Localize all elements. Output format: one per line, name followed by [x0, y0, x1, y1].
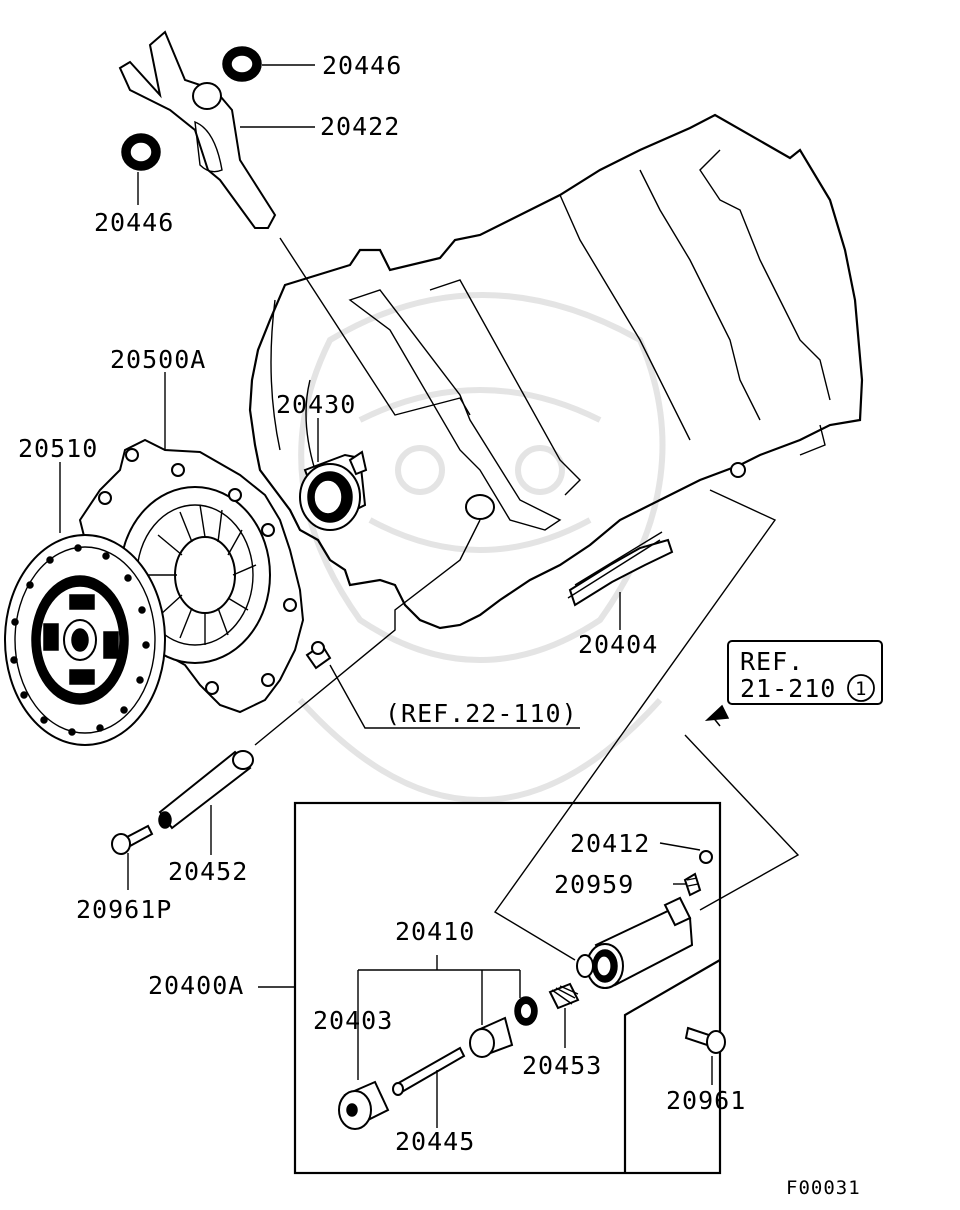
label-20961: 20961	[666, 1086, 746, 1115]
release-cylinder	[576, 896, 694, 989]
piston	[469, 1016, 514, 1058]
box-edge	[623, 959, 721, 1173]
ref-box-line1: REF.	[740, 647, 804, 676]
label-20446-top: 20446	[322, 51, 402, 80]
ref-arrow	[704, 704, 730, 727]
ref-box-circle-num: 1	[855, 678, 867, 700]
ref-box-line2: 21-210	[740, 674, 836, 703]
label-20410: 20410	[395, 917, 475, 946]
cylinder-seal	[514, 996, 538, 1026]
fork-leader	[279, 237, 471, 416]
watermark	[297, 292, 666, 803]
push-rod-20445	[392, 1046, 466, 1096]
cylinder-kit-box	[293, 801, 722, 1175]
figure-code: F00031	[786, 1177, 861, 1199]
label-20430: 20430	[276, 390, 356, 419]
label-20400A: 20400A	[148, 971, 244, 1000]
clutch-disc	[4, 534, 166, 746]
clutch-fork	[118, 30, 277, 229]
boot-top	[222, 46, 262, 82]
fitting	[305, 641, 332, 670]
leader-lines	[59, 64, 713, 1128]
bolt-20961	[684, 1026, 726, 1054]
bolt-20961P	[111, 824, 154, 855]
label-20452: 20452	[168, 857, 248, 886]
label-20422: 20422	[320, 112, 400, 141]
label-20500A: 20500A	[110, 345, 206, 374]
release-bearing	[299, 450, 368, 531]
transmission-housing	[248, 113, 864, 630]
bleeder-cap	[699, 850, 713, 864]
label-20510: 20510	[18, 434, 98, 463]
label-20961P: 20961P	[76, 895, 172, 924]
ref-leader	[684, 734, 800, 911]
ref-note: (REF.22-110)	[385, 699, 578, 728]
label-20446-left: 20446	[94, 208, 174, 237]
label-20404: 20404	[578, 630, 658, 659]
push-rod	[158, 750, 254, 830]
label-20403: 20403	[313, 1006, 393, 1035]
bleeder-screw	[683, 872, 702, 897]
spring-20453	[548, 982, 580, 1010]
rod-axis	[254, 519, 481, 746]
clutch-hose	[567, 531, 674, 607]
label-20959: 20959	[554, 870, 634, 899]
label-20445: 20445	[395, 1127, 475, 1156]
clutch-cover	[78, 438, 305, 714]
boot-left	[121, 133, 161, 171]
label-20453: 20453	[522, 1051, 602, 1080]
reference-box[interactable]: REF. 21-210 1	[727, 640, 883, 705]
boot-20403	[338, 1080, 390, 1130]
label-20412: 20412	[570, 829, 650, 858]
hose-leader	[493, 489, 777, 961]
